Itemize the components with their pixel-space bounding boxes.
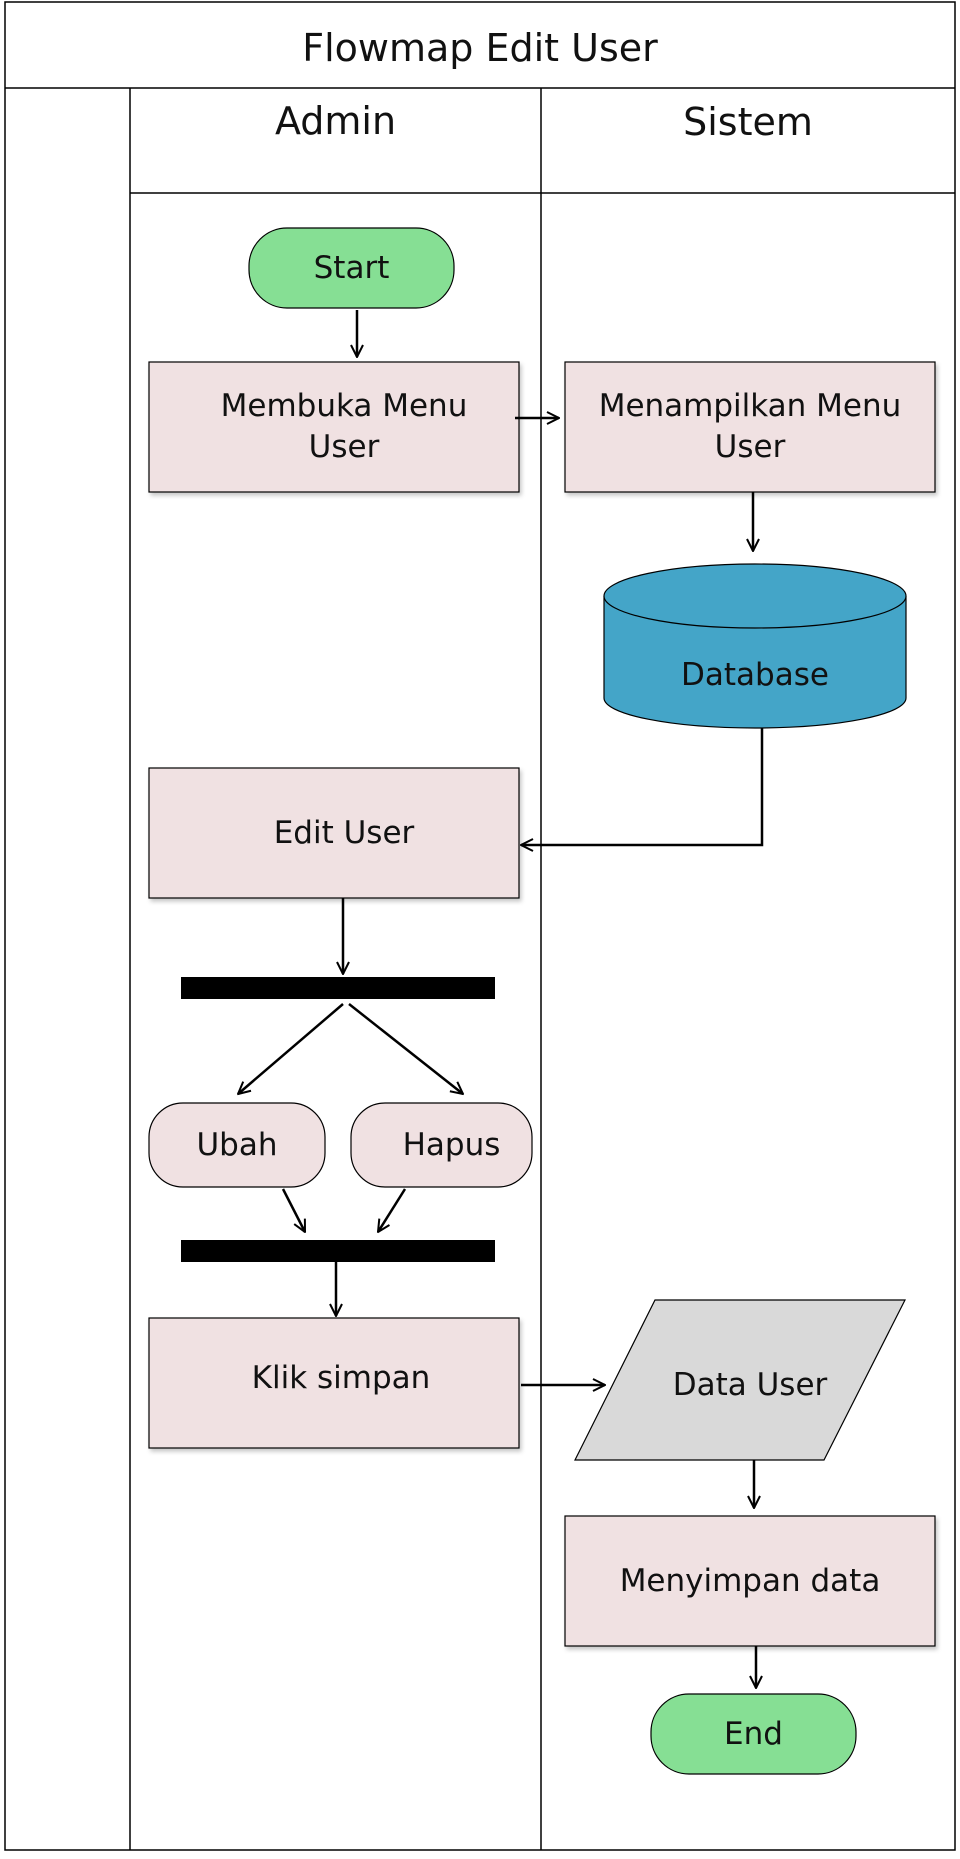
end-label: End [724,1715,783,1752]
database-cylinder-top [603,563,907,629]
membuka-menu-user-process [148,361,520,493]
database-cylinder [603,596,907,729]
membuka-menu-user-label: Membuka Menu User [220,388,468,465]
edit-user-label: Edit User [273,814,415,851]
menyimpan-data-process [564,1515,936,1647]
ubah-option [148,1102,326,1188]
end-terminator [650,1693,857,1775]
connector-ubah-to-join [281,1188,307,1232]
klik-simpan-process [148,1317,520,1449]
menampilkan-menu-user-process [564,361,936,493]
data-user-parallelogram [574,1299,906,1461]
database-label: Database [681,656,829,693]
hapus-option [350,1102,533,1188]
edit-user-process [148,767,520,899]
lane-header-sistem: Sistem [683,99,813,144]
page-title: Flowmap Edit User [302,25,658,70]
ubah-label: Ubah [196,1126,278,1163]
connector-database-to-edit [521,728,764,845]
klik-simpan-label: Klik simpan [251,1359,431,1396]
fork-bar [181,977,495,999]
connector-hapus-to-join [378,1188,407,1232]
start-label: Start [313,249,390,286]
connector-fork-to-hapus [348,1003,463,1094]
connector-fork-to-ubah [238,1003,344,1094]
hapus-label: Hapus [402,1126,501,1163]
data-user-label: Data User [672,1366,828,1403]
menyimpan-data-label: Menyimpan data [619,1562,881,1599]
menampilkan-menu-user-label: Menampilkan Menu User [598,388,902,465]
lane-header-admin: Admin [274,98,397,143]
join-bar [181,1240,495,1262]
start-terminator [248,227,455,309]
diagram-frame [4,1,956,1851]
